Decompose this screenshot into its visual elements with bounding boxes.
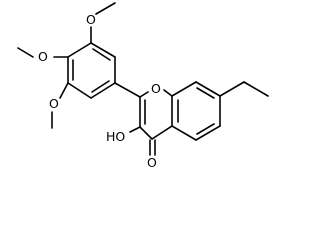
bond <box>92 48 111 61</box>
atom-label-methoxy-bottom-oxygen: O <box>49 96 59 111</box>
bond <box>91 80 110 93</box>
bond <box>95 2 116 15</box>
pyranone-ring <box>139 89 173 140</box>
bond <box>90 82 116 99</box>
bond <box>114 82 141 98</box>
atom-label-hydroxyl: HO <box>106 129 125 144</box>
bond <box>139 126 153 140</box>
bond <box>195 125 221 141</box>
molecule-structure: O O O O HO O <box>17 2 269 170</box>
bond <box>243 81 269 97</box>
bond <box>196 87 215 99</box>
bond <box>90 42 116 58</box>
bond <box>59 82 69 99</box>
structure-canvas: O O O O HO O <box>17 2 269 170</box>
bond <box>67 82 92 99</box>
atom-label-methoxy-middle-oxygen: O <box>38 49 48 64</box>
methoxy-groups <box>17 2 116 129</box>
atom-label-ring-oxygen: O <box>151 81 161 96</box>
bond <box>163 89 173 97</box>
atom-label-carbonyl-oxygen: O <box>147 155 157 170</box>
bond <box>67 42 92 58</box>
benzo-ring <box>171 81 221 141</box>
bond <box>17 47 34 58</box>
bond <box>129 126 141 133</box>
bond <box>171 125 197 141</box>
bond <box>171 81 197 97</box>
bond <box>139 91 149 98</box>
bond <box>219 81 245 97</box>
bond <box>196 123 215 135</box>
bond <box>151 125 173 140</box>
trimethoxyphenyl-ring <box>67 42 116 99</box>
bond <box>195 81 221 97</box>
atom-label-methoxy-top-oxygen: O <box>86 12 96 27</box>
